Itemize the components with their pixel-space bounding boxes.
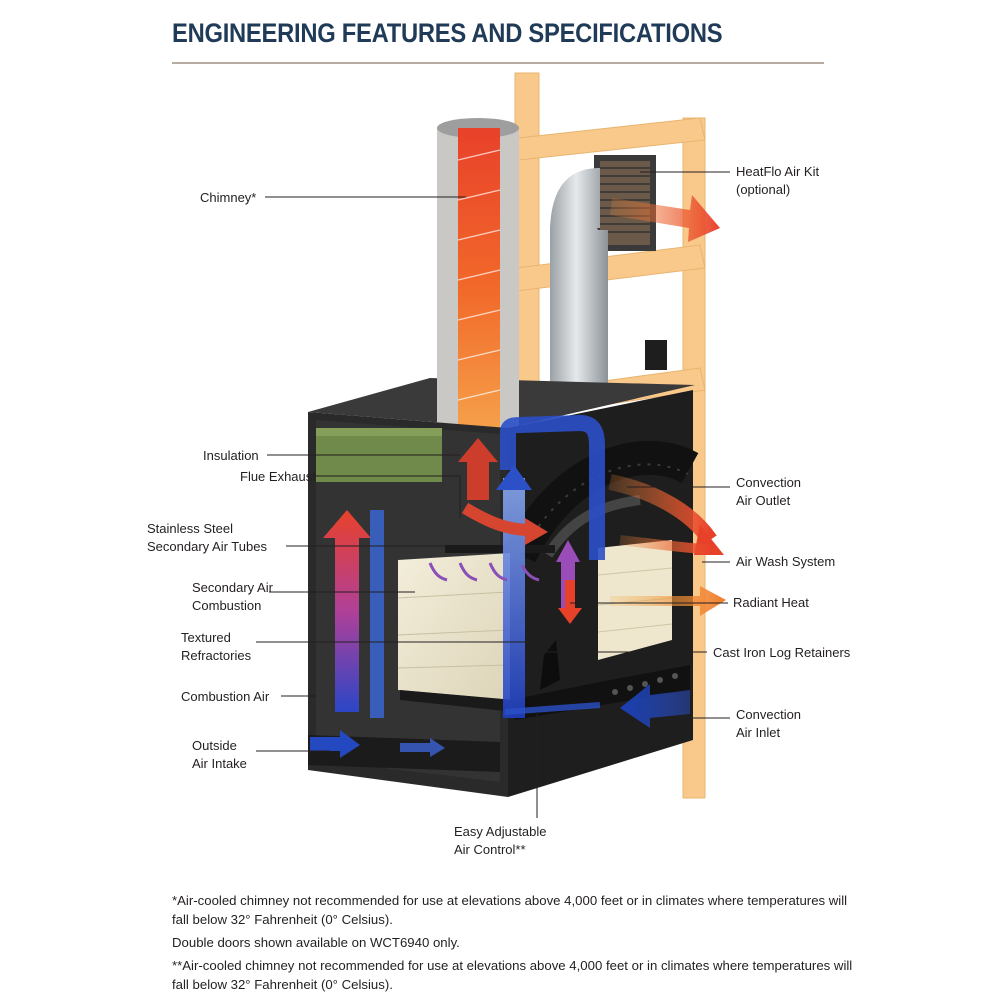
- label-textured-line1: Textured: [181, 630, 231, 645]
- label-easy-line1: Easy Adjustable: [454, 824, 547, 839]
- footnotes: *Air-cooled chimney not recommended for …: [172, 891, 862, 998]
- label-air-wash-system: Air Wash System: [736, 554, 836, 569]
- label-conv-inlet-line2: Air Inlet: [736, 725, 781, 740]
- label-outside-air-intake: Outside Air Intake: [192, 737, 247, 773]
- label-secondary-line2: Combustion: [192, 598, 262, 613]
- footnote-chimney: *Air-cooled chimney not recommended for …: [172, 893, 848, 927]
- label-convection-air-outlet: Convection Air Outlet: [736, 474, 801, 510]
- label-cast-iron-log-retainers: Cast Iron Log Retainers: [713, 645, 851, 660]
- label-stainless-steel-tubes: Stainless Steel Secondary Air Tubes: [147, 520, 267, 556]
- label-conv-outlet-line1: Convection: [736, 475, 802, 490]
- label-textured-line2: Refractories: [181, 648, 252, 663]
- leader-lines: [256, 171, 730, 818]
- label-stainless-line2: Secondary Air Tubes: [147, 539, 267, 554]
- label-outside-line1: Outside: [192, 738, 237, 753]
- label-radiant-heat: Radiant Heat: [733, 595, 809, 610]
- label-secondary-line1: Secondary Air: [192, 580, 273, 595]
- secondary-air-tubes: [445, 545, 555, 553]
- label-insulation: Insulation: [203, 448, 259, 463]
- footnote-air-control: **Air-cooled chimney not recommended for…: [172, 958, 853, 992]
- label-flue-exhaust: Flue Exhaust: [240, 469, 316, 484]
- label-textured-refractories: Textured Refractories: [181, 629, 251, 665]
- chimney: [437, 118, 519, 428]
- label-easy-adjustable-air-control: Easy Adjustable Air Control**: [454, 823, 547, 859]
- page-title: ENGINEERING FEATURES AND SPECIFICATIONS: [172, 18, 723, 48]
- title-divider: [172, 62, 824, 64]
- label-convection-air-inlet: Convection Air Inlet: [736, 706, 801, 742]
- label-secondary-air-combustion: Secondary Air Combustion: [192, 579, 273, 615]
- label-heatflo-air-kit: HeatFlo Air Kit (optional): [736, 163, 819, 199]
- label-heatflo-line1: HeatFlo Air Kit: [736, 164, 820, 179]
- label-conv-inlet-line1: Convection: [736, 707, 802, 722]
- label-heatflo-line2: (optional): [736, 182, 791, 197]
- label-outside-line2: Air Intake: [192, 756, 247, 771]
- label-conv-outlet-line2: Air Outlet: [736, 493, 791, 508]
- label-combustion-air: Combustion Air: [181, 689, 270, 704]
- airflow-arrows: [310, 195, 726, 758]
- label-chimney: Chimney*: [200, 190, 257, 205]
- label-stainless-line1: Stainless Steel: [147, 521, 233, 536]
- heat-duct-pipe: [550, 168, 667, 390]
- label-easy-line2: Air Control**: [454, 842, 526, 857]
- footnote-double-doors: Double doors shown available on WCT6940 …: [172, 935, 460, 950]
